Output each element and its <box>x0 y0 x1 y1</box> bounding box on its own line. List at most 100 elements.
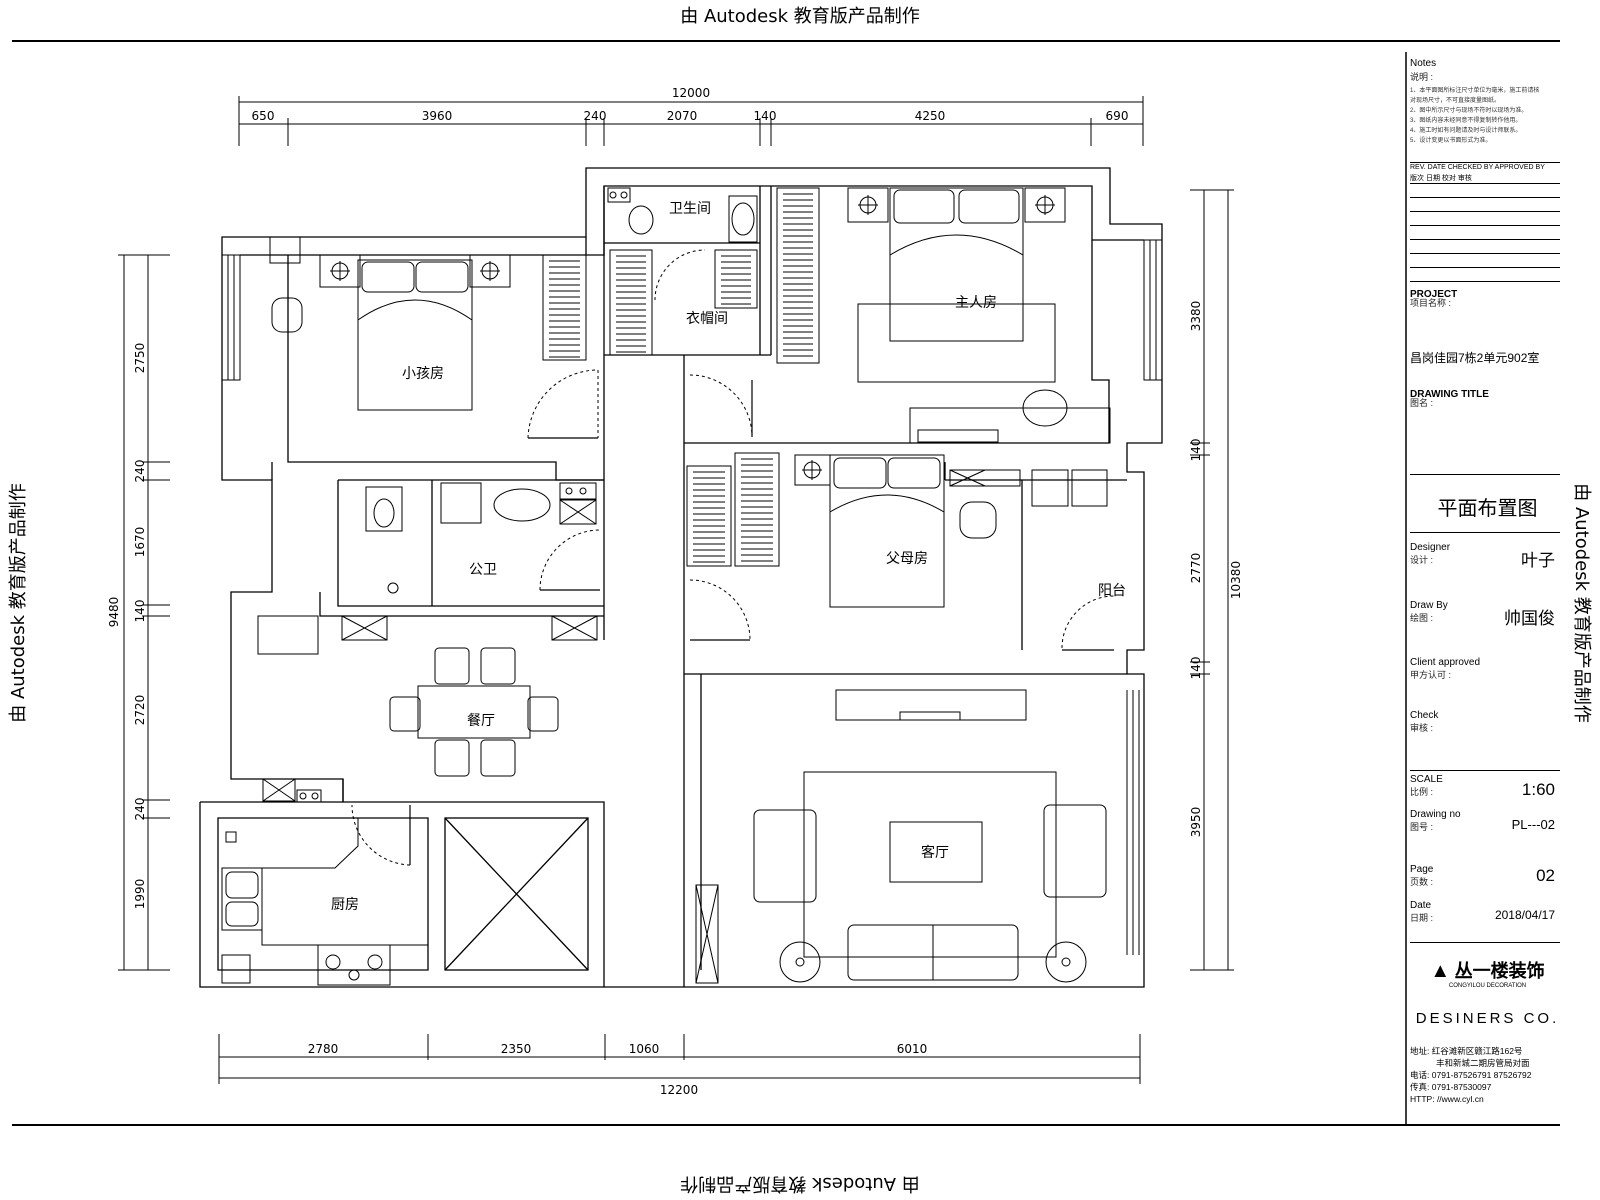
project-label: PROJECT <box>1410 289 1458 300</box>
drawing-no-label: Drawing no <box>1410 809 1461 820</box>
dim-left-6: 240 <box>133 798 147 821</box>
room-label-public-bath: 公卫 <box>469 562 497 578</box>
designers-co: DESINERS CO. <box>1415 1010 1560 1027</box>
fax-label: 传真: <box>1410 1082 1430 1092</box>
tel-value: 0791-87526791 87526792 <box>1431 1070 1532 1080</box>
dining-set <box>389 647 559 777</box>
left-dimensions <box>118 254 170 971</box>
dim-top-3: 240 <box>584 109 607 123</box>
note-line: 2、图中所示尺寸与现场不符时以现场为准。 <box>1410 108 1528 114</box>
dim-left-5: 2720 <box>133 695 147 726</box>
dim-bottom-4: 6010 <box>897 1042 928 1056</box>
bottom-dimensions <box>218 1034 1141 1084</box>
drawing-no-value: PL---02 <box>1511 817 1555 832</box>
right-dimensions <box>1190 189 1234 971</box>
scale-label: SCALE <box>1410 774 1443 785</box>
bed-kids <box>319 254 511 411</box>
dim-top-total: 12000 <box>672 86 710 100</box>
drawing-title-label: DRAWING TITLE <box>1410 389 1489 400</box>
wardrobes <box>542 187 820 567</box>
client-label: Client approved <box>1410 657 1481 668</box>
living-window <box>1126 690 1140 955</box>
bottom-border-rule <box>12 1124 1560 1126</box>
dim-top-6: 4250 <box>915 109 946 123</box>
dim-bottom-2: 2350 <box>501 1042 532 1056</box>
dim-right-4: 140 <box>1189 657 1203 680</box>
watermark-top: 由 Autodesk 教育版产品制作 <box>680 6 920 27</box>
bed-parents <box>794 454 945 608</box>
draw-by-label-cn: 绘图 : <box>1410 613 1434 623</box>
room-label-master: 主人房 <box>955 295 997 311</box>
dim-left-2: 240 <box>133 460 147 483</box>
dim-bottom-3: 1060 <box>629 1042 660 1056</box>
dim-left-total: 9480 <box>107 597 121 628</box>
draw-by-label: Draw By <box>1410 600 1448 611</box>
kitchen-fixtures <box>221 778 428 986</box>
dim-left-3: 1670 <box>133 527 147 558</box>
dim-right-2: 140 <box>1189 439 1203 462</box>
room-label-balcony: 阳台 <box>1098 583 1126 599</box>
dim-top-5: 140 <box>754 109 777 123</box>
furniture-misc <box>271 297 1111 539</box>
bathroom-fixtures <box>257 187 758 655</box>
rev-header: REV. DATE CHECKED BY APPROVED BY <box>1410 164 1545 171</box>
rev-header-cn: 版次 日期 校对 审核 <box>1410 175 1472 182</box>
check-label-cn: 审核 : <box>1410 723 1434 733</box>
contact-info: 地址: 红谷滩新区赣江路162号 丰和新城二期房管局对面 电话: 0791-87… <box>1410 1045 1565 1105</box>
dim-right-1: 3380 <box>1189 301 1203 332</box>
dim-top-1: 650 <box>252 109 275 123</box>
project-label-cn: 项目名称 : <box>1410 298 1452 308</box>
room-label-parents: 父母房 <box>886 551 928 567</box>
note-line: 1、本平面图所标注尺寸单位为毫米，施工前请核 <box>1410 88 1540 94</box>
address-line-2: 丰和新城二期房管局对面 <box>1436 1058 1530 1068</box>
address-label: 地址: <box>1410 1046 1430 1056</box>
notes-label: Notes <box>1410 58 1437 69</box>
dim-left-7: 1990 <box>133 879 147 910</box>
fax-value: 0791-87530097 <box>1431 1082 1492 1092</box>
dim-right-total: 10380 <box>1229 561 1243 599</box>
dim-top-2: 3960 <box>422 109 453 123</box>
dim-top-7: 690 <box>1106 109 1129 123</box>
top-border-rule <box>12 40 1560 42</box>
scale-label-cn: 比例 : <box>1410 787 1434 797</box>
notes-label-cn: 说明 : <box>1410 72 1434 82</box>
company-name-en: CONGYILOU DECORATION <box>1448 983 1527 989</box>
kids-window <box>221 236 301 381</box>
note-line: 4、施工时如有问题请及时与设计师联系。 <box>1410 128 1522 134</box>
doors <box>351 249 1115 866</box>
company-name: 丛一楼装饰 <box>1454 961 1545 982</box>
drawing-title-label-cn: 图名 : <box>1410 398 1434 408</box>
drawing-title: 平面布置图 <box>1437 498 1538 520</box>
dim-right-5: 3950 <box>1189 807 1203 838</box>
company-logo-icon: ▲ <box>1430 960 1451 982</box>
check-label: Check <box>1410 710 1439 721</box>
tel-label: 电话: <box>1410 1070 1430 1080</box>
client-label-cn: 甲方认可 : <box>1410 670 1452 680</box>
project-name: 昌岗佳园7栋2单元902室 <box>1410 351 1540 365</box>
master-window <box>1143 239 1163 381</box>
designer-value: 叶子 <box>1521 551 1555 570</box>
page-label-cn: 页数 : <box>1410 877 1434 887</box>
dim-bottom-1: 2780 <box>308 1042 339 1056</box>
draw-by-value: 帅国俊 <box>1504 609 1555 628</box>
date-value: 2018/04/17 <box>1494 908 1555 922</box>
scale-value: 1:60 <box>1521 780 1555 799</box>
designer-label: Designer <box>1410 542 1451 553</box>
address-line-1: 红谷滩新区赣江路162号 <box>1431 1046 1523 1056</box>
notes-list: 1、本平面图所标注尺寸单位为毫米，施工前请核 对现场尺寸，不可直接度量图纸。 2… <box>1410 86 1565 146</box>
date-label: Date <box>1410 900 1432 911</box>
room-label-dining: 餐厅 <box>467 713 495 729</box>
living-furniture <box>695 689 1107 984</box>
page-label: Page <box>1410 864 1434 875</box>
http-value: //www.cyl.cn <box>1436 1094 1484 1104</box>
note-line: 对现场尺寸，不可直接度量图纸。 <box>1410 98 1501 104</box>
balcony-fixtures <box>949 469 1108 507</box>
date-label-cn: 日期 : <box>1410 913 1434 923</box>
page-value: 02 <box>1536 866 1555 885</box>
room-label-kids: 小孩房 <box>402 366 444 382</box>
bed-master <box>847 187 1066 383</box>
drawing-no-label-cn: 图号 : <box>1410 822 1434 832</box>
dim-top-4: 2070 <box>667 109 698 123</box>
http-label: HTTP: <box>1410 1094 1435 1104</box>
